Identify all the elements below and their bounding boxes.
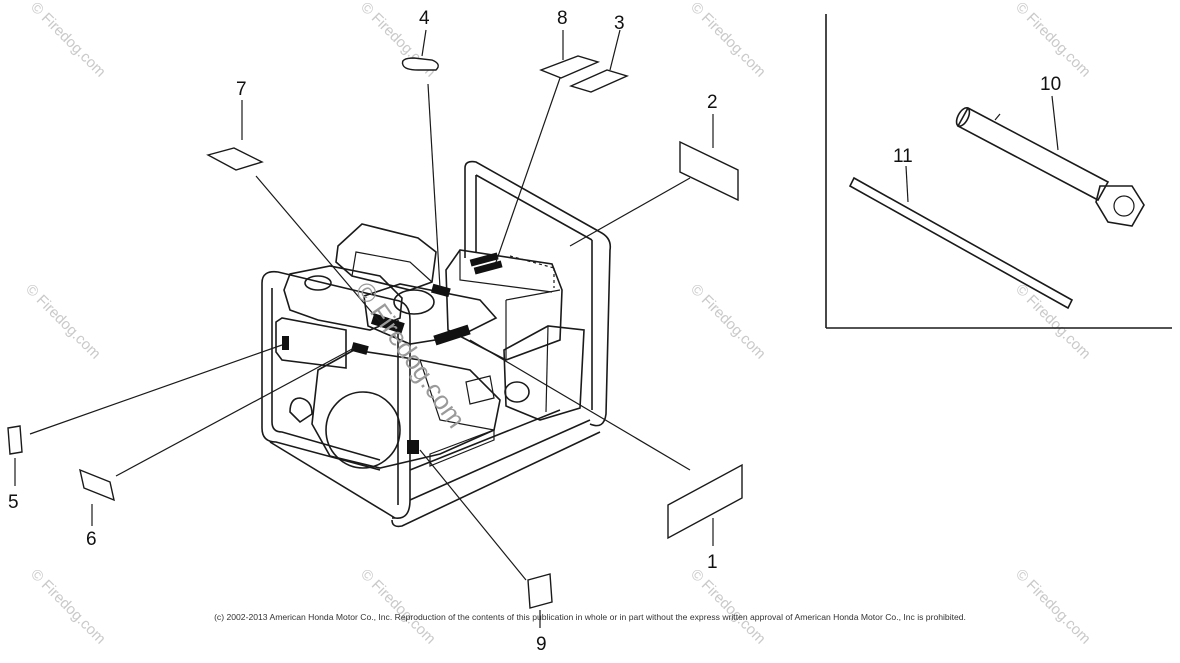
watermark-5: © Firedog.com	[22, 281, 104, 363]
spark-plug-wrench	[955, 106, 1145, 227]
watermark-8: © Firedog.com	[27, 566, 109, 648]
label-part-8	[539, 55, 601, 79]
callout-3: 3	[614, 13, 625, 34]
callout-4: 4	[419, 8, 430, 29]
callout-2: 2	[707, 92, 718, 113]
watermark-7: © Firedog.com	[1012, 281, 1094, 363]
callout-8: 8	[557, 8, 568, 29]
callout-7: 7	[236, 79, 247, 100]
watermark-11: © Firedog.com	[1012, 566, 1094, 648]
watermark-1: © Firedog.com	[27, 0, 109, 81]
watermark-layer: © Firedog.com © Firedog.com © Firedog.co…	[22, 0, 1094, 648]
label-part-7	[206, 147, 264, 171]
callout-11: 11	[893, 146, 913, 167]
applied-labels	[282, 252, 503, 454]
tool-panel-frame	[825, 14, 1172, 329]
label-part-1	[667, 463, 743, 540]
watermark-10: © Firedog.com	[687, 566, 769, 648]
callout-5: 5	[8, 492, 19, 513]
label-parts	[7, 55, 743, 609]
label-part-3	[568, 69, 630, 93]
callout-6: 6	[86, 529, 97, 550]
tommy-bar	[848, 176, 1074, 310]
label-part-2	[679, 140, 739, 202]
watermark-9: © Firedog.com	[357, 566, 439, 648]
watermark-4: © Firedog.com	[1012, 0, 1094, 81]
engine-assembly	[275, 223, 585, 469]
callout-9: 9	[536, 634, 547, 655]
generator-frame	[261, 160, 612, 528]
watermark-3: © Firedog.com	[687, 0, 769, 81]
label-part-4	[401, 57, 439, 71]
label-part-5	[7, 425, 23, 455]
copyright-notice: (c) 2002-2013 American Honda Motor Co., …	[214, 612, 966, 622]
callout-1: 1	[707, 552, 718, 573]
label-part-6	[79, 468, 115, 502]
callout-10: 10	[1040, 74, 1061, 95]
watermark-6: © Firedog.com	[687, 281, 769, 363]
label-part-9	[527, 573, 553, 609]
callout-numbers: 1 2 3 4 5 6 7 8 9 10 11	[8, 8, 1061, 655]
leader-lines	[14, 29, 1059, 628]
